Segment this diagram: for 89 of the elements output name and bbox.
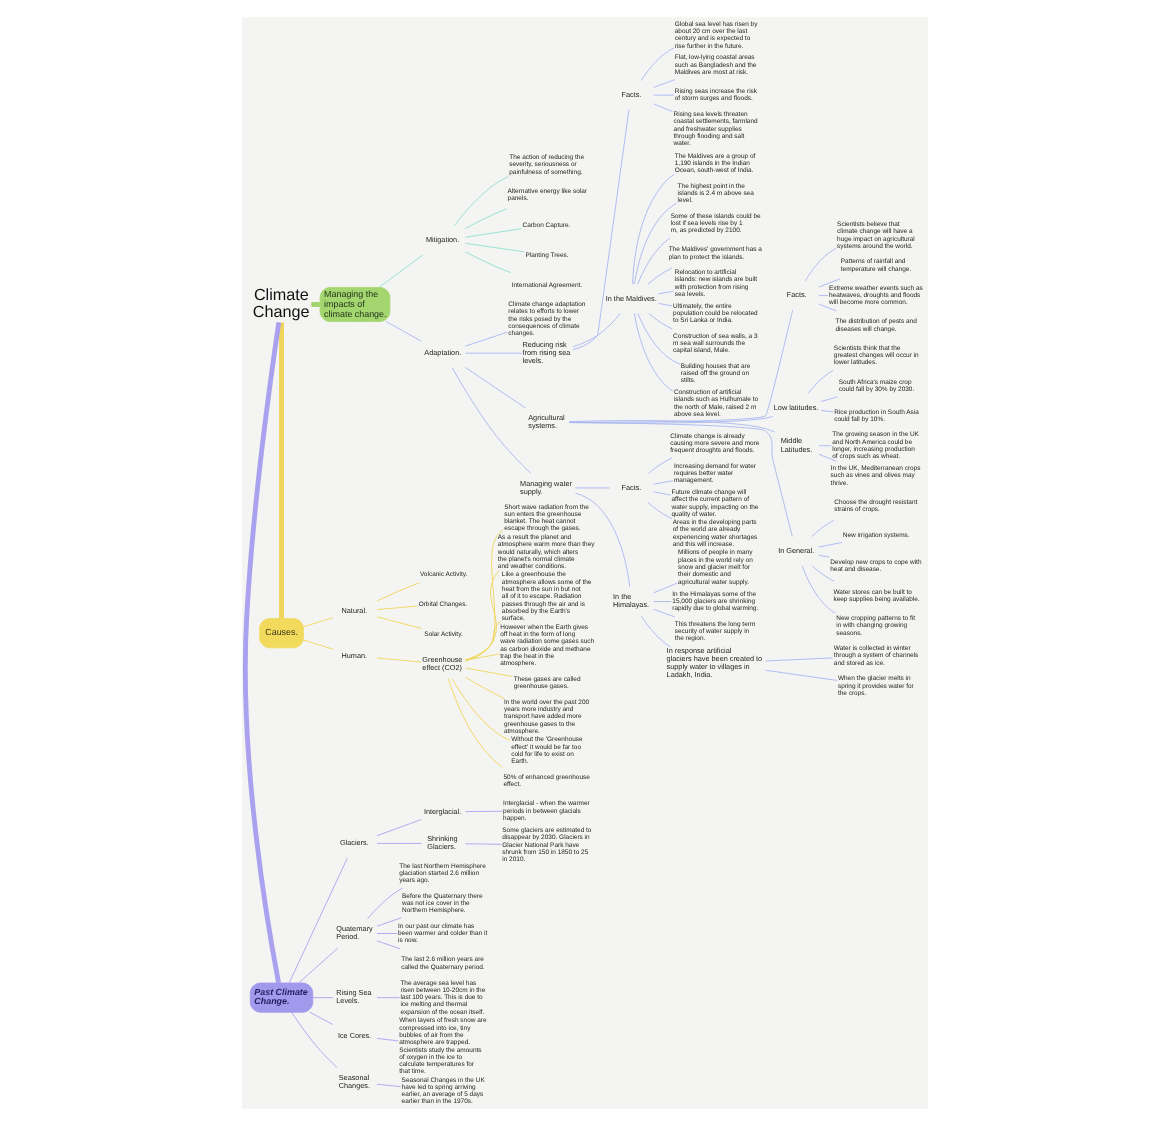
connector — [575, 487, 611, 489]
connector — [376, 933, 398, 934]
connector — [807, 369, 834, 395]
connector — [465, 529, 504, 662]
connector — [376, 940, 401, 950]
connector — [465, 676, 505, 699]
connector — [653, 491, 671, 496]
connector — [465, 208, 508, 229]
connector — [448, 678, 503, 768]
connector — [820, 410, 834, 413]
connector — [801, 565, 836, 614]
connector — [303, 617, 334, 628]
connector — [818, 278, 841, 288]
connector — [569, 420, 776, 433]
connector — [465, 228, 523, 238]
connector — [465, 367, 526, 409]
connector — [465, 843, 502, 845]
connector — [309, 1011, 334, 1025]
connector — [279, 322, 284, 619]
connector — [572, 109, 630, 351]
connector — [653, 582, 678, 594]
connector — [312, 997, 334, 999]
connector — [451, 367, 532, 474]
connector — [465, 251, 512, 274]
connector — [376, 1083, 401, 1088]
connector — [376, 819, 422, 837]
connector — [653, 480, 674, 485]
connector — [376, 605, 419, 610]
connector — [378, 254, 424, 288]
connector — [637, 237, 671, 285]
connector — [765, 669, 838, 681]
connector — [243, 322, 282, 984]
connector — [804, 247, 837, 282]
connector — [653, 94, 675, 96]
connector — [811, 520, 835, 537]
connector — [818, 453, 837, 462]
connector — [647, 267, 673, 285]
connector — [653, 601, 672, 602]
connector — [568, 309, 794, 423]
connector — [311, 302, 320, 307]
connector — [465, 352, 523, 354]
node-text: Climate Change — [252, 285, 310, 322]
connector — [818, 445, 832, 447]
connector — [291, 1011, 338, 1068]
connector — [451, 678, 511, 742]
connector — [641, 616, 671, 648]
connector — [376, 616, 422, 629]
connector — [376, 1037, 399, 1042]
connector — [637, 313, 681, 365]
connector — [653, 79, 676, 88]
connector — [818, 542, 843, 548]
connector — [818, 303, 837, 312]
connector — [648, 457, 673, 474]
connector — [376, 917, 402, 927]
connector — [298, 947, 339, 984]
connector — [811, 565, 835, 582]
connector — [820, 396, 839, 403]
connector — [376, 657, 422, 663]
connector — [818, 554, 830, 558]
connector — [633, 202, 678, 285]
connector — [575, 492, 631, 588]
connector — [572, 313, 621, 348]
connector — [303, 639, 334, 650]
connector — [653, 608, 676, 618]
connector — [465, 242, 525, 253]
connector — [632, 174, 675, 285]
connector — [465, 667, 513, 677]
connector — [288, 857, 348, 984]
connector — [765, 657, 834, 662]
connector — [376, 582, 420, 602]
connector — [367, 887, 403, 920]
connector — [454, 176, 509, 227]
connector — [465, 810, 503, 813]
connector — [376, 997, 400, 999]
connector — [633, 313, 674, 392]
connector — [385, 321, 422, 342]
connector — [640, 47, 675, 81]
connector — [658, 290, 675, 295]
connector — [647, 502, 673, 520]
connector — [568, 421, 793, 537]
connector — [376, 842, 422, 844]
connector — [648, 313, 673, 330]
connector — [818, 295, 829, 296]
connector — [465, 653, 500, 661]
connector — [653, 103, 674, 113]
connector — [465, 331, 508, 347]
connector — [658, 303, 673, 307]
connector — [465, 569, 500, 662]
connector — [465, 620, 502, 661]
